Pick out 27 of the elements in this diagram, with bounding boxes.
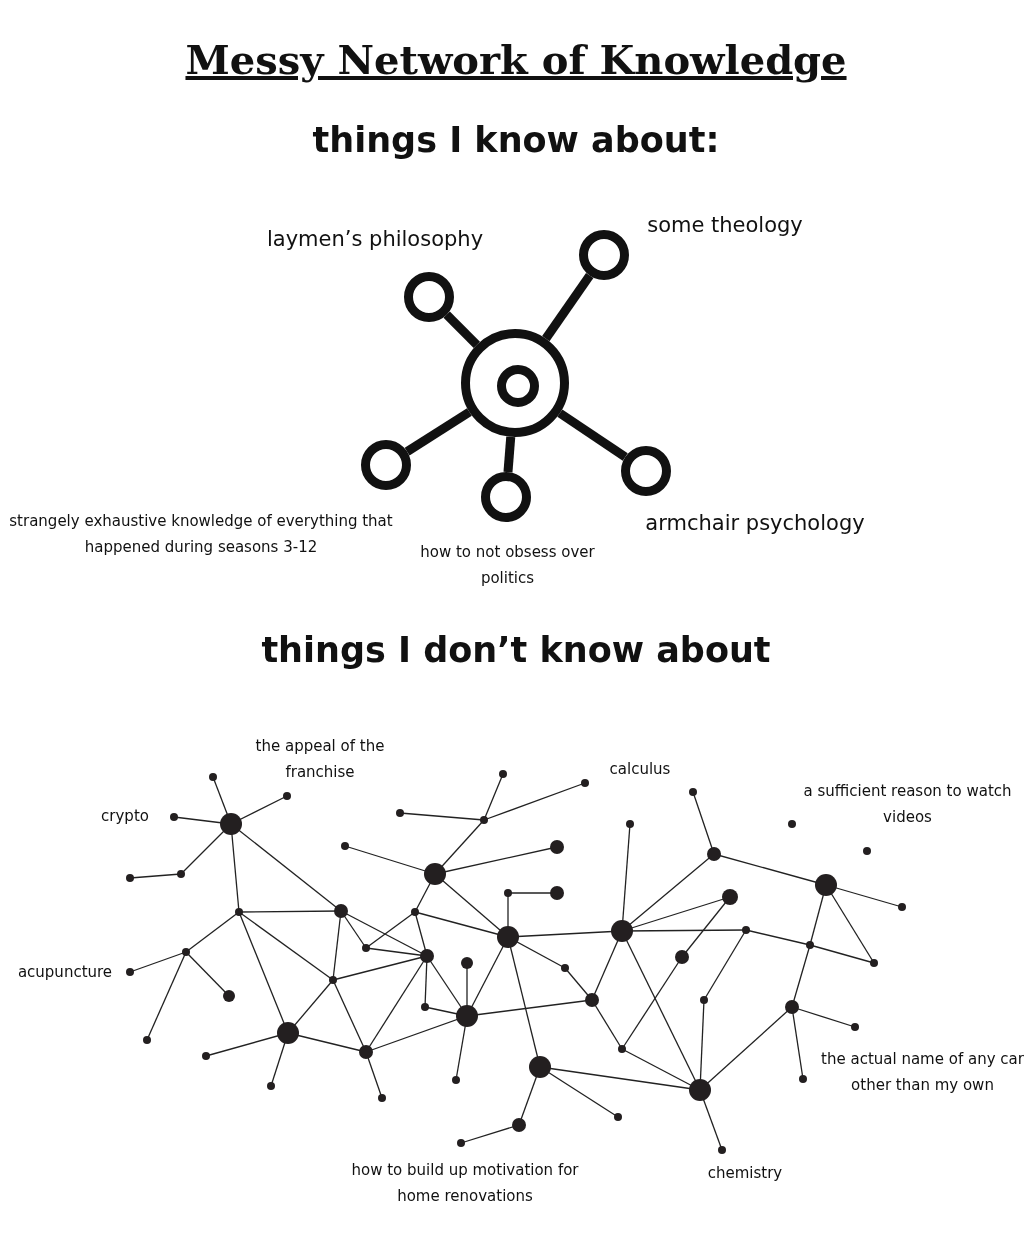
circle-node: [481, 472, 531, 522]
node-caption: armchair psychology: [644, 510, 866, 537]
circle-node: [361, 440, 411, 490]
circle-node: [621, 446, 671, 496]
connector-line: [443, 311, 480, 348]
topic-label: acupuncture: [16, 962, 114, 983]
connector-line: [404, 408, 472, 456]
topic-label: a sufficient reason to watch videos: [802, 781, 1013, 828]
circle-node: [579, 230, 629, 280]
topic-label: the actual name of any car other than my own: [820, 1049, 1025, 1096]
title: Messy Network of Knowledge: [184, 36, 848, 83]
topic-label: calculus: [608, 759, 672, 780]
section-heading: things I don’t know about: [260, 630, 772, 670]
node-caption: strangely exhaustive knowledge of everything that happened during seasons 3-12: [8, 511, 394, 558]
node-caption: how to not obsess over politics: [419, 542, 596, 589]
topic-label: the appeal of the franchise: [254, 736, 386, 783]
node-caption: some theology: [646, 212, 804, 239]
node-caption: laymen’s philosophy: [265, 226, 485, 253]
connector-line: [557, 409, 628, 461]
circle-node: [461, 329, 569, 437]
section-heading: things I know about:: [311, 120, 721, 160]
connector-line: [542, 272, 594, 342]
connector-line: [503, 436, 516, 473]
topic-label: how to build up motivation for home renovations: [350, 1160, 580, 1207]
circle-node: [404, 272, 454, 322]
topic-label: chemistry: [706, 1163, 784, 1184]
topic-label: crypto: [100, 806, 150, 827]
